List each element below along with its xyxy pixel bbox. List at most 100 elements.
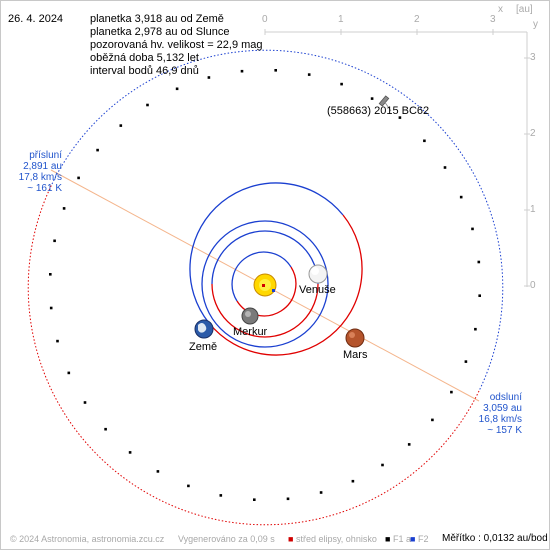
earth-label: Země (189, 341, 218, 353)
orbit-point (459, 195, 463, 199)
orbit-point (319, 491, 323, 494)
aphelion-temperature: ~ 157 K (487, 425, 522, 436)
orbit-point (53, 239, 56, 243)
footer-scale: Měřítko : 0,0132 au/bod (442, 533, 548, 544)
mercury-orbit-below (231, 251, 292, 302)
footer-legend-center: ■ střed elipsy, ohnisko (288, 534, 377, 544)
perihelion-temperature: ~ 161 K (27, 183, 62, 194)
venus-orbit-above (211, 283, 319, 338)
legend-f1-text: F1 a (392, 534, 411, 544)
perihelion-title: přísluní (29, 150, 62, 161)
orbit-point (62, 207, 66, 210)
y-axis-ticks (524, 57, 530, 287)
orbit-point (477, 260, 481, 264)
orbit-point (274, 69, 277, 72)
aphelion-info: odsluní 3,059 au 16,8 km/s ~ 157 K (479, 392, 522, 436)
orbit-point (240, 69, 244, 73)
aphelion-speed: 16,8 km/s (478, 414, 522, 425)
orbit-point (443, 166, 447, 169)
orbit-point (431, 418, 434, 422)
earth-clouds (198, 323, 207, 333)
orbit-point (286, 497, 290, 501)
info-distance-sun: planetka 2,978 au od Slunce (90, 26, 230, 38)
orbit-point (474, 327, 477, 331)
venus-highlight (311, 267, 319, 275)
info-point-interval: interval bodů 46,9 dnů (90, 65, 199, 77)
orbit-point (253, 498, 256, 501)
y-tick-label-2: 2 (530, 128, 536, 139)
info-panel: planetka 3,918 au od Země planetka 2,978… (90, 13, 263, 78)
aphelion-title: odsluní (489, 392, 522, 403)
footer-generated: Vygenerováno za 0,09 s (178, 534, 275, 544)
orbit-point (351, 479, 355, 483)
asteroid-label-leader (383, 100, 392, 112)
asteroid-orbit-points (49, 69, 481, 501)
legend-f2-text: F2 (417, 534, 429, 544)
orbit-point (407, 443, 411, 446)
orbit-point (340, 82, 343, 86)
orbit-point (67, 371, 71, 375)
orbit-point (175, 87, 179, 91)
mars-label: Mars (343, 349, 368, 361)
footer-legend-f1: ■ F1 a (385, 534, 411, 544)
orbit-point (471, 227, 474, 231)
footer-copyright: © 2024 Astronomia, astronomia.zcu.cz (10, 534, 165, 544)
x-axis-name: x (498, 4, 503, 15)
venus-label: Venuše (299, 284, 336, 296)
date: 26. 4. 2024 (8, 13, 64, 25)
focus-f2-marker (272, 289, 275, 292)
mercury-label: Merkur (233, 326, 268, 338)
orbit-point (187, 484, 190, 488)
asteroid-label: (558663) 2015 BC62 (327, 105, 430, 117)
orbit-point (370, 97, 374, 100)
perihelion-speed: 17,8 km/s (18, 172, 62, 183)
orbit-point (423, 139, 426, 143)
x-tick-label-0: 0 (262, 14, 268, 25)
ellipse-center-marker (262, 284, 265, 287)
orbit-point (49, 306, 53, 310)
orbit-point (146, 103, 149, 107)
axis-unit: [au] (516, 4, 533, 15)
x-tick-label-1: 1 (338, 14, 344, 25)
y-tick-label-3: 3 (530, 52, 536, 63)
orbit-point (381, 463, 384, 467)
venus (308, 264, 328, 284)
orbit-point (96, 148, 99, 152)
mercury-highlight (245, 311, 251, 317)
orbit-point (83, 401, 87, 404)
x-tick-label-2: 2 (414, 14, 420, 25)
mars (345, 328, 365, 348)
earth-orbit (201, 220, 329, 348)
orbit-point (398, 116, 402, 119)
asteroid-orbit-above-ecliptic (27, 183, 480, 526)
orbit-point (104, 427, 107, 431)
venus-orbit-below (211, 230, 319, 285)
x-tick-label-3: 3 (490, 14, 496, 25)
legend-center-text: střed elipsy, ohnisko (295, 534, 377, 544)
y-axis-name: y (533, 19, 538, 30)
orbit-point (207, 76, 211, 79)
orbit-point (156, 470, 160, 473)
perihelion-info: přísluní 2,891 au 17,8 km/s ~ 161 K (19, 150, 62, 194)
orbit-point (49, 273, 52, 276)
orbit-point (307, 73, 311, 76)
orbit-point (119, 124, 123, 127)
info-magnitude: pozorovaná hv. velikost = 22,9 mag (90, 39, 263, 51)
info-distance-earth: planetka 3,918 au od Země (90, 13, 224, 25)
aphelion-distance: 3,059 au (483, 403, 522, 414)
orbit-point (219, 494, 223, 497)
orbit-point (450, 390, 453, 394)
y-tick-label-0: 0 (530, 280, 536, 291)
mars-highlight (349, 332, 355, 338)
asteroid-orbit-below-ecliptic (51, 49, 504, 392)
x-axis-ticks (264, 29, 494, 35)
footer-legend-f2: ■ F2 (410, 534, 429, 544)
mars-orbit-above (208, 214, 363, 356)
perihelion-distance: 2,891 au (23, 161, 62, 172)
info-period: oběžná doba 5,132 let (90, 52, 199, 64)
orbit-point (56, 339, 59, 343)
orbit-point (128, 451, 132, 454)
orbit-point (478, 294, 481, 297)
